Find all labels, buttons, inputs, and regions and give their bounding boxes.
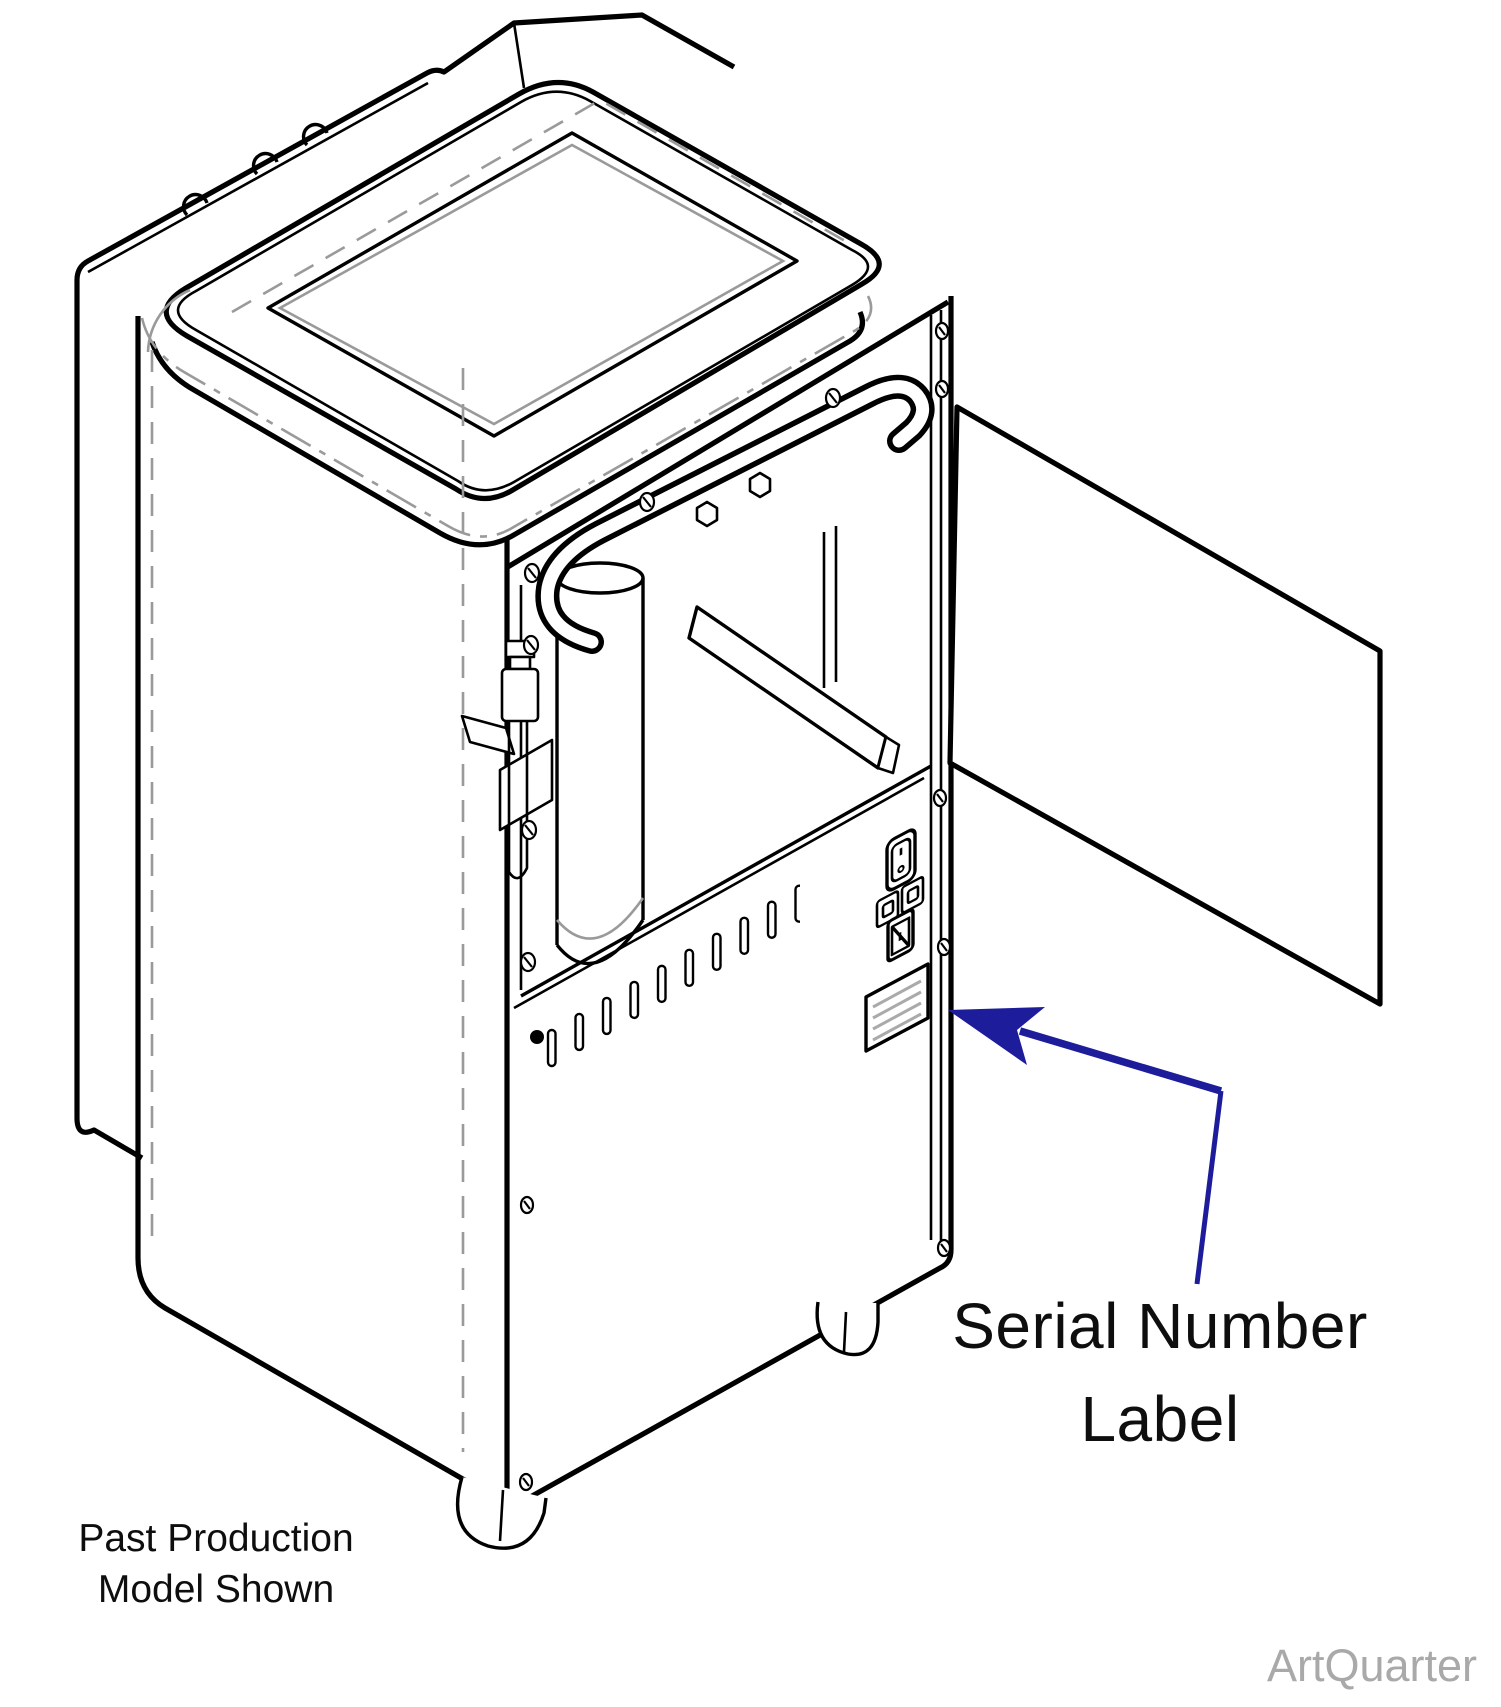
cabinet-lid [140, 79, 882, 548]
callout-text: Serial Number Label [898, 1280, 1422, 1466]
lip-centerline [140, 295, 873, 538]
note-line-2: Model Shown [97, 1567, 335, 1611]
leader-line [1194, 1090, 1224, 1285]
open-door [947, 404, 1383, 1007]
arrow-shaft [1018, 1027, 1223, 1095]
casters [455, 1301, 880, 1550]
note-line-1: Past Production [78, 1517, 354, 1560]
panel-hole [530, 1030, 544, 1044]
vent-slots [546, 884, 800, 1097]
watermark-text: ArtQuarter [1266, 1640, 1477, 1691]
lid-tray [266, 131, 799, 438]
valve-lever [460, 714, 516, 756]
bolt-nuts [695, 471, 772, 528]
callout-line-1: Serial Number [952, 1290, 1368, 1362]
left-side-panel [135, 316, 470, 1485]
rear-face-frame [504, 296, 954, 1513]
hidden-edge-dashed [231, 98, 853, 314]
serial-number-label-sticker [864, 962, 930, 1053]
hinge-loops [181, 122, 329, 217]
door-support-arm [687, 605, 901, 775]
power-switch-panel [875, 828, 925, 963]
callout-line-2: Label [1080, 1382, 1240, 1455]
drain-valve [460, 639, 554, 880]
model-note-text: Past Production Model Shown [28, 1514, 404, 1615]
callout-arrow [948, 1007, 1224, 1285]
rear-cover-panel [74, 12, 736, 1161]
screws [518, 321, 952, 1492]
handle-bar [535, 374, 935, 654]
